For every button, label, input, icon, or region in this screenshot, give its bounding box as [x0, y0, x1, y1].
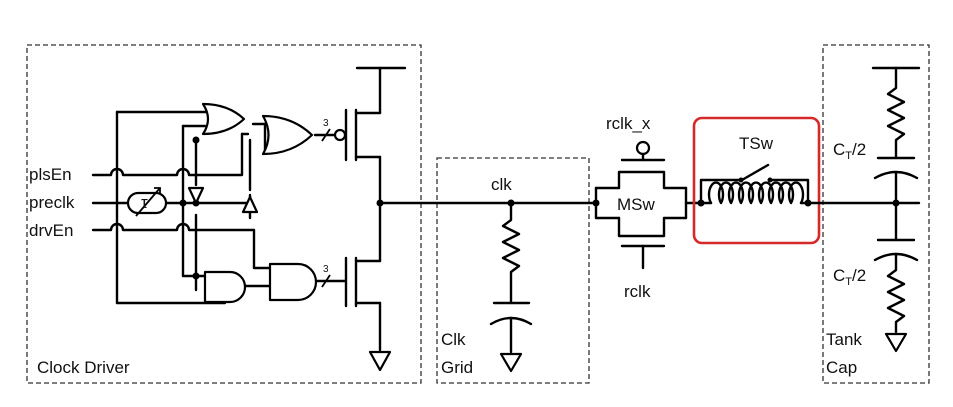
tsw-highlight-box	[692, 116, 821, 245]
junction-dot	[697, 199, 705, 207]
tank-cap-block	[822, 44, 930, 384]
grid-capacitor	[489, 301, 533, 373]
ct-bottom-sub: T	[845, 276, 852, 288]
buffer-down	[187, 186, 205, 205]
rclk-label: rclk	[624, 282, 651, 301]
delay-tau-symbol: τ	[141, 193, 148, 212]
input-label-preclk: preclk	[29, 193, 75, 212]
junction-dot	[892, 199, 900, 207]
clk-net-label: clk	[491, 175, 512, 194]
clk-grid-block	[436, 157, 590, 384]
buffer-up	[241, 195, 259, 214]
nmos-transistor	[344, 256, 392, 372]
ct-bottom-label: CT/2	[833, 266, 866, 288]
junction-dot	[179, 199, 187, 207]
ct-top-label: CT/2	[833, 140, 866, 162]
msw-transmission-gate	[594, 158, 703, 270]
tsw-switch	[699, 163, 810, 205]
or-gate-top-small	[201, 102, 246, 136]
bus-width-top: 3	[323, 118, 329, 129]
tank-cap-label-line1: Tank	[826, 330, 862, 349]
and-gate-bottom-small	[203, 270, 247, 304]
ct-top-sub: T	[845, 150, 852, 162]
input-label-plsen: plsEn	[29, 165, 72, 184]
bus-width-bottom: 3	[323, 264, 329, 275]
msw-label: MSw	[617, 195, 656, 214]
and-gate-bottom-large	[268, 262, 318, 302]
junction-dot	[192, 272, 200, 280]
clock-driver-label: Clock Driver	[37, 358, 130, 377]
bus-slash-bottom	[321, 274, 331, 288]
clk-grid-label-line1: Clk	[441, 330, 466, 349]
delay-element: τ	[126, 187, 168, 217]
tsw-label: TSw	[739, 134, 774, 153]
clock-driver-block	[26, 44, 422, 384]
bus-slash-top	[321, 128, 331, 142]
rclk-x-label: rclk_x	[606, 114, 651, 133]
pmos-transistor	[333, 66, 407, 162]
tank-top-branch	[871, 66, 921, 242]
or-gate-top-large	[261, 114, 314, 156]
junction-dot	[192, 136, 200, 144]
tank-cap-label-line2: Cap	[826, 358, 857, 377]
clk-grid-label-line2: Grid	[441, 358, 473, 377]
input-label-drven: drvEn	[29, 221, 73, 240]
tank-bottom-branch	[873, 238, 919, 353]
msw-gate-bubble	[635, 140, 651, 156]
grid-resistor	[501, 201, 521, 305]
tsw-inductor	[699, 181, 810, 205]
